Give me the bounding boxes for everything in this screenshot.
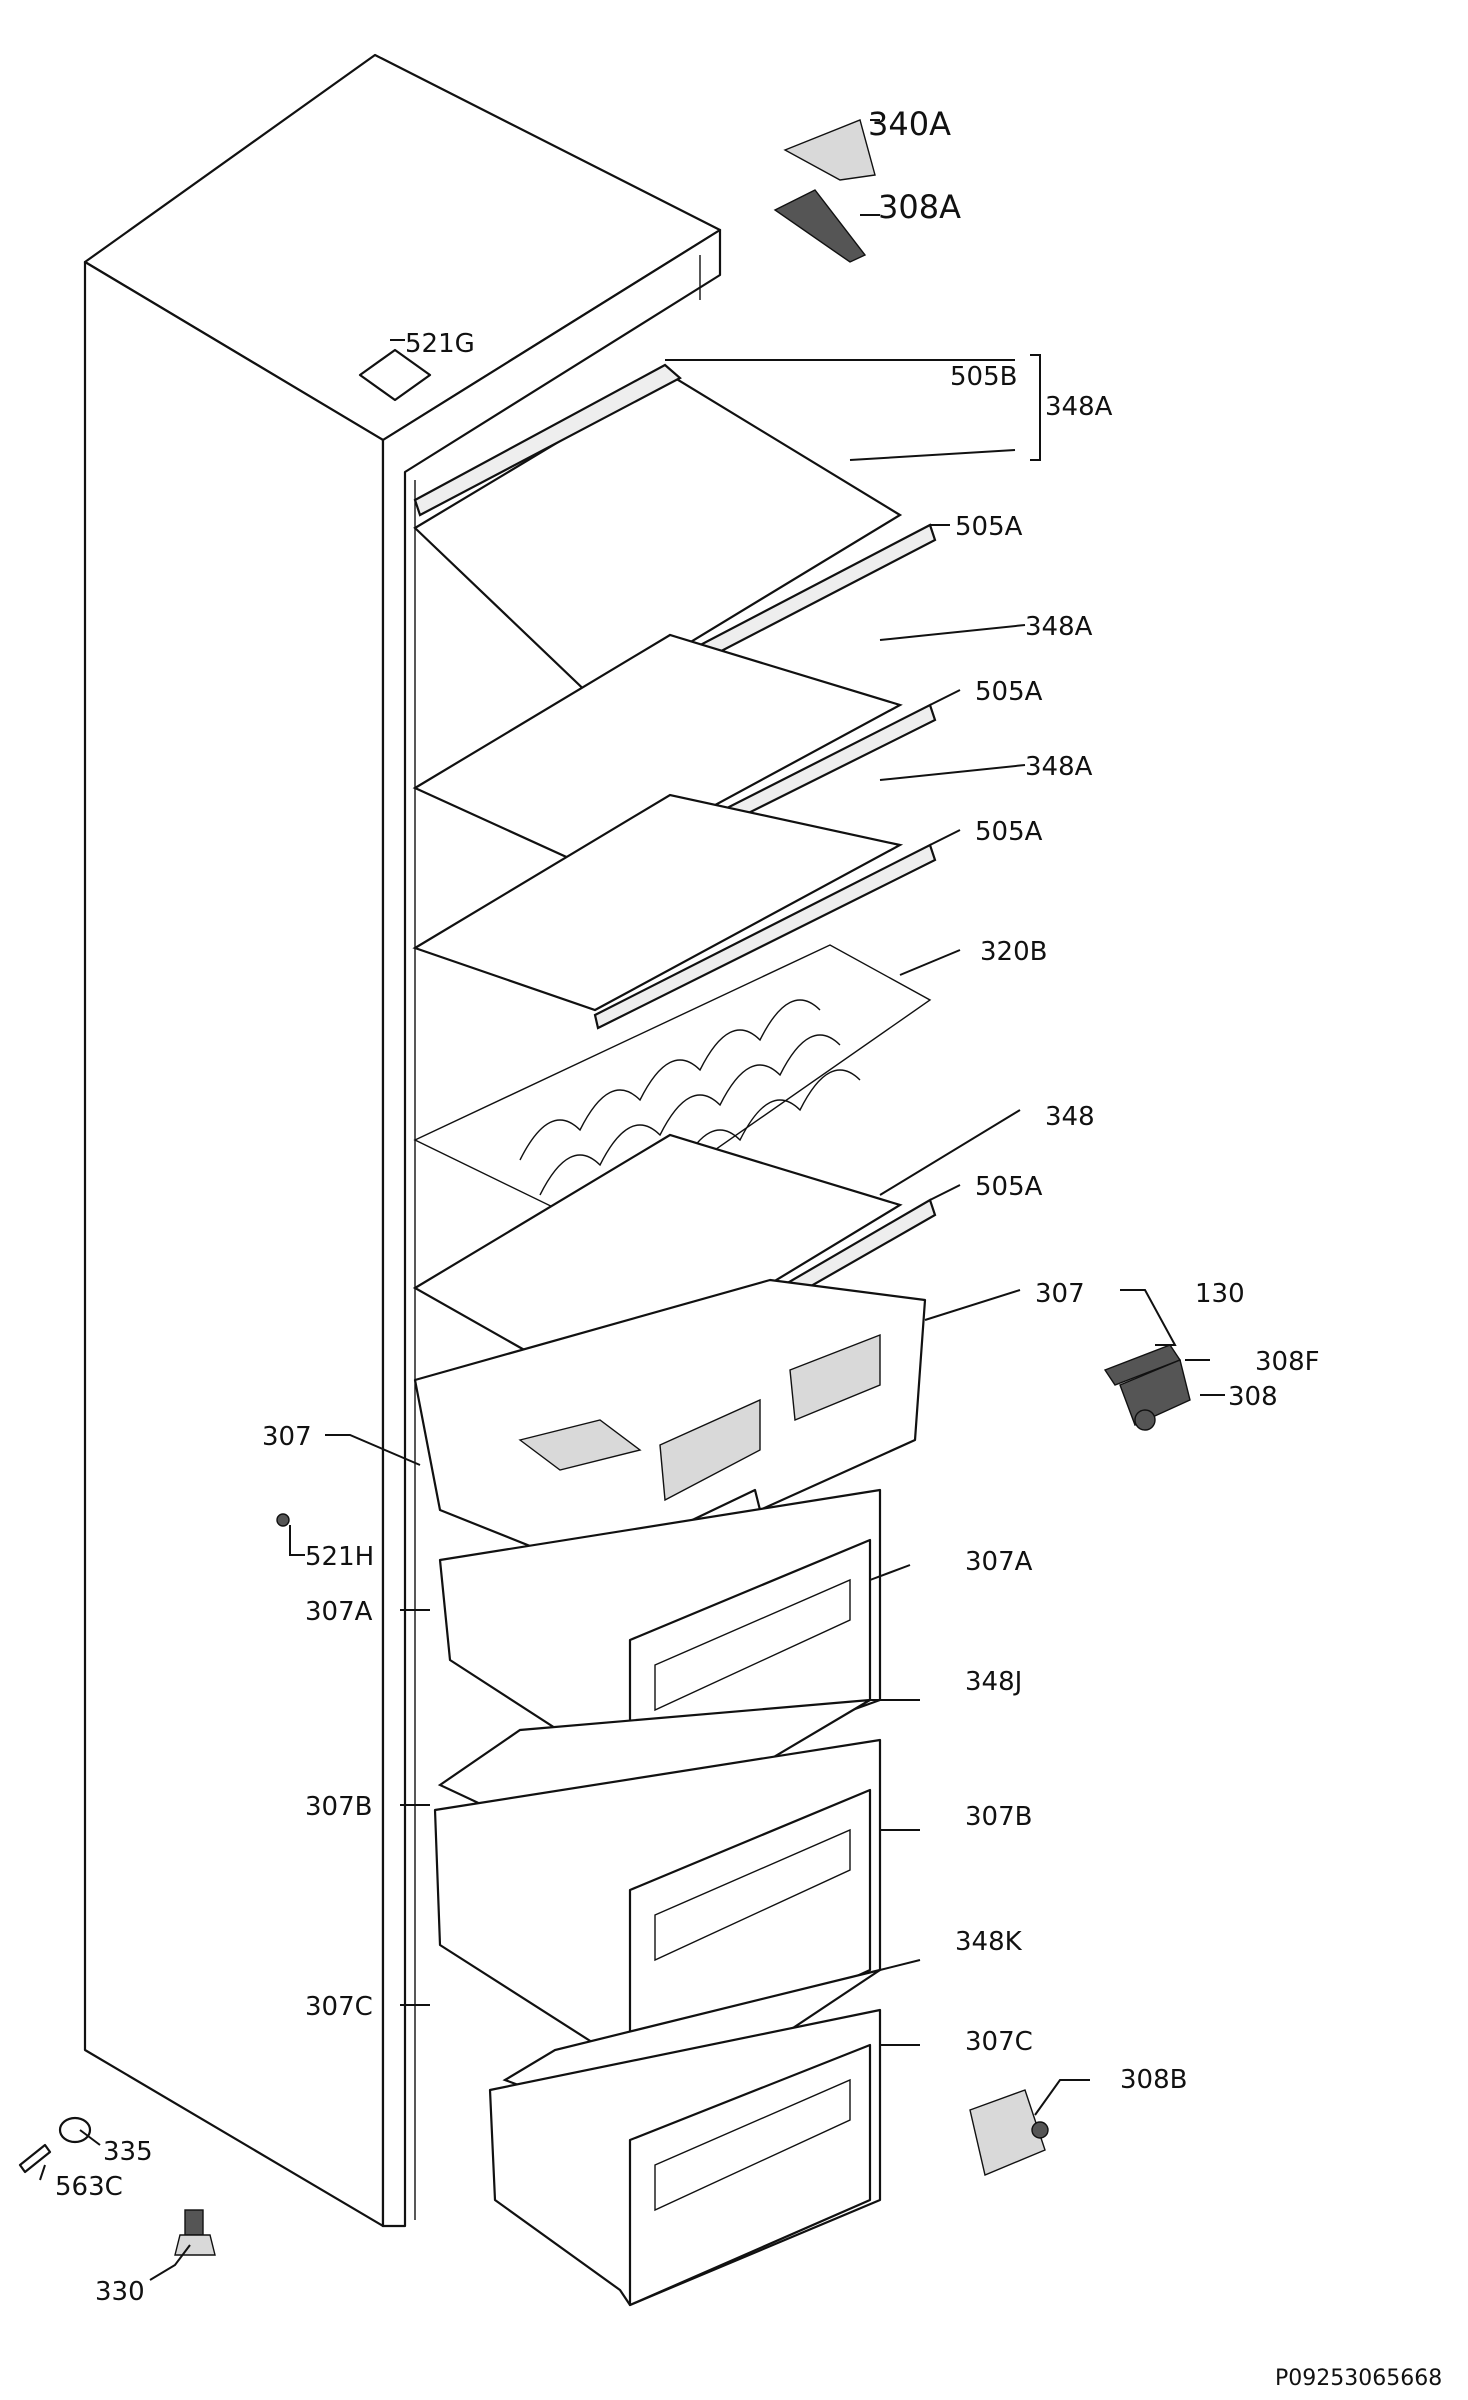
label-348A-2: 348A (1025, 612, 1093, 642)
label-307C-right: 307C (965, 2027, 1033, 2057)
label-348J: 348J (965, 1667, 1022, 1697)
label-130: 130 (1195, 1279, 1245, 1309)
label-307-left: 307 (262, 1422, 312, 1452)
label-521G: 521G (405, 329, 475, 359)
label-340A: 340A (868, 105, 951, 143)
label-505A-1: 505A (955, 512, 1023, 542)
top-hinge-308A (773, 189, 867, 263)
label-335: 335 (103, 2137, 153, 2167)
label-307B-left: 307B (305, 1792, 372, 1822)
label-308A: 308A (878, 188, 961, 226)
label-307A-right: 307A (965, 1547, 1033, 1577)
leader-lines (39, 119, 1225, 2281)
label-348: 348 (1045, 1102, 1095, 1132)
label-521H: 521H (305, 1542, 374, 1572)
adjustable-foot-330 (174, 2209, 216, 2256)
label-307B-right: 307B (965, 1802, 1032, 1832)
label-505A-3: 505A (975, 817, 1043, 847)
reference-number: P09253065668 (1275, 2366, 1442, 2391)
label-505A-4: 505A (975, 1172, 1043, 1202)
shelf-348A-3 (412, 793, 937, 1030)
hinge-assembly-130 (1103, 1344, 1191, 1431)
part-labels: 340A 308A 521G 505B 348A 505A 348A 505A … (55, 105, 1320, 2307)
label-505A-2: 505A (975, 677, 1043, 707)
drawer-307C (488, 2008, 882, 2307)
label-307C-left: 307C (305, 1992, 373, 2022)
label-563C: 563C (55, 2172, 123, 2202)
label-348K: 348K (955, 1927, 1023, 1957)
label-330: 330 (95, 2277, 145, 2307)
foot-335 (58, 2116, 92, 2144)
screw-521H (276, 1513, 290, 1527)
pin-563C (18, 2143, 52, 2174)
label-505B: 505B (950, 362, 1017, 392)
bracket-308B (969, 2089, 1049, 2176)
label-348A-top: 348A (1045, 392, 1113, 422)
label-307A-left: 307A (305, 1597, 373, 1627)
label-308F: 308F (1255, 1347, 1320, 1377)
label-plate-521G (358, 348, 432, 402)
top-cover-340A (783, 119, 876, 181)
cabinet (83, 53, 722, 2228)
label-308: 308 (1228, 1382, 1278, 1412)
label-348A-3: 348A (1025, 752, 1093, 782)
label-320B: 320B (980, 937, 1047, 967)
label-308B: 308B (1120, 2065, 1187, 2095)
crisper-307 (413, 1278, 927, 1592)
label-307-right: 307 (1035, 1279, 1085, 1309)
